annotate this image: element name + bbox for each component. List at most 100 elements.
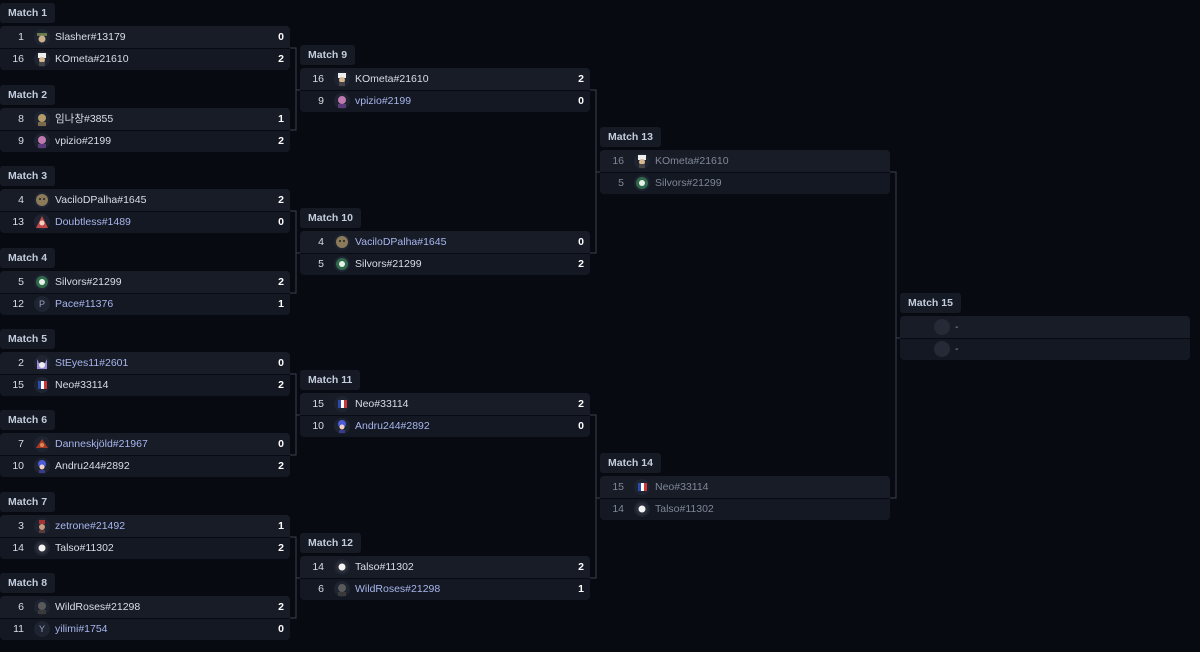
match-score: 2: [578, 560, 584, 573]
player-name: Andru244#2892: [355, 420, 430, 433]
french-flag-avatar-icon: [634, 478, 650, 495]
player-name: Doubtless#1489: [55, 216, 131, 229]
seed-number: 4: [18, 193, 24, 206]
seed-number: 9: [318, 95, 324, 108]
match-score: 2: [278, 379, 284, 392]
seed-number: 2: [18, 356, 24, 369]
connector-line: [590, 89, 600, 254]
seed-number: 14: [612, 503, 624, 516]
character-avatar-icon: [34, 110, 50, 127]
empty-avatar-icon: [934, 341, 950, 358]
match-score: 2: [578, 397, 584, 410]
seed-number: 10: [312, 420, 324, 433]
face-avatar-icon: [34, 191, 50, 208]
match-score: 2: [278, 275, 284, 288]
player-name: VaciloDPalha#1645: [355, 235, 447, 248]
participant-slot[interactable]: 2 StEyes11#2601 0: [0, 352, 290, 374]
player-name: VaciloDPalha#1645: [55, 193, 147, 206]
player-name: Danneskjöld#21967: [55, 437, 148, 450]
chef-avatar-icon: [334, 70, 350, 87]
match-score: 2: [578, 72, 584, 85]
green-orb-avatar-icon: [334, 256, 350, 273]
seed-number: 16: [612, 154, 624, 167]
player-name: Talso#11302: [55, 542, 114, 555]
match-score: 0: [278, 356, 284, 369]
participant-slot[interactable]: -: [900, 338, 1190, 360]
seed-number: 12: [12, 298, 24, 311]
match-score: 1: [278, 112, 284, 125]
chef-avatar-icon: [634, 152, 650, 169]
connector-line: [890, 171, 900, 499]
match-label: Match 10: [300, 208, 361, 228]
participant-slot[interactable]: -: [900, 316, 1190, 338]
match-score: 2: [278, 135, 284, 148]
match-score: 0: [278, 437, 284, 450]
seed-number: 1: [18, 30, 24, 43]
connector-line: [290, 536, 300, 619]
blue-hair-avatar-icon: [334, 418, 350, 435]
player-name: KOmeta#21610: [655, 154, 729, 167]
match-15[interactable]: Match 15--: [900, 293, 1190, 360]
player-name: 임나창#3855: [55, 113, 114, 126]
green-orb-avatar-icon: [34, 273, 50, 290]
seed-number: 11: [13, 623, 24, 636]
player-name: Neo#33114: [355, 397, 409, 410]
match-label: Match 2: [0, 85, 56, 105]
match-score: 2: [278, 542, 284, 555]
player-name: WildRoses#21298: [355, 583, 441, 596]
seed-number: 9: [18, 135, 24, 148]
match-score: 0: [278, 623, 284, 636]
hat-avatar-icon: [34, 28, 50, 45]
dark-character-avatar-icon: [34, 598, 50, 615]
participant-slot[interactable]: 16 KOmeta#21610: [600, 150, 890, 172]
match-label: Match 3: [0, 166, 56, 186]
match-label: Match 14: [600, 453, 661, 473]
connector-line: [290, 210, 300, 294]
player-name: KOmeta#21610: [55, 53, 129, 66]
player-name: KOmeta#21610: [355, 72, 429, 85]
player-name: StEyes11#2601: [55, 356, 129, 369]
connector-line: [290, 47, 300, 131]
